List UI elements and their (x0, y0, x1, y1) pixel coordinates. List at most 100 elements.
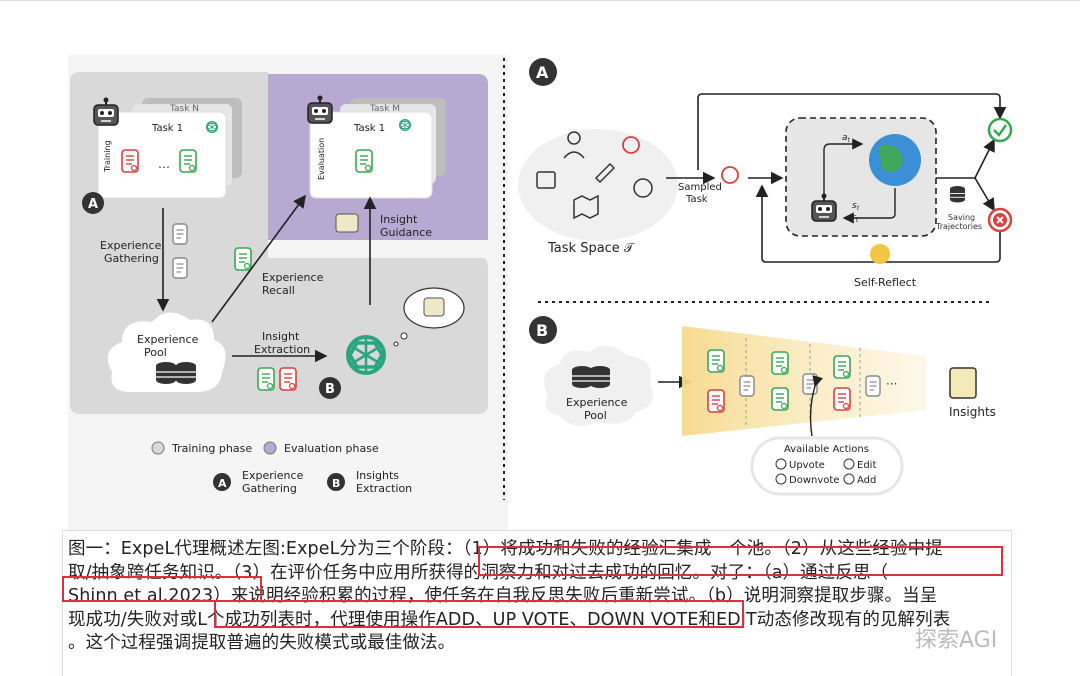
right-badge-b-circle (529, 316, 557, 344)
saving-l1: Saving (948, 213, 975, 222)
highlight-box-1 (478, 546, 1003, 576)
legend-evaluation: Evaluation phase (284, 442, 379, 455)
doc-gray-2 (172, 257, 188, 279)
exp-gathering-l2: Gathering (104, 252, 159, 265)
a-t-label: at (842, 133, 851, 144)
right-db-2 (589, 365, 611, 389)
legend-a-text: A (218, 477, 227, 490)
task-1-label: Task 1 (151, 123, 183, 134)
self-reflect-label: Self-Reflect (854, 276, 917, 289)
funnel-doc-g4 (833, 355, 851, 379)
evaluation-label: Evaluation (317, 138, 326, 180)
funnel-doc-g2 (771, 351, 789, 375)
upvote-label: Upvote (789, 460, 825, 471)
legend-training-dot (151, 441, 165, 455)
funnel-doc-r1 (707, 389, 725, 413)
doc-green-extract (257, 367, 275, 391)
scroll-icon (335, 213, 359, 233)
caption-line-1: 图一：ExpeL代理概述左图:ExpeL分为三个阶段：（1）将成功和失败的经验汇… (68, 539, 943, 559)
caption-line-5: 。这个过程强调提取普遍的失败模式或最佳做法。 (68, 633, 456, 653)
funnel-doc-g1 (707, 349, 725, 373)
person-icon (567, 131, 581, 145)
edit-label: Edit (857, 460, 876, 471)
doc-gray-1 (172, 223, 188, 245)
funnel-doc-gray2 (802, 373, 818, 395)
exp-gathering-l1: Experience (100, 239, 162, 252)
legend-b-circle (327, 473, 345, 491)
doc-green-float (234, 247, 252, 271)
arrow-success (974, 138, 995, 179)
edit-icon (843, 458, 855, 470)
right-badge-a-circle (529, 58, 557, 86)
training-label: Training (103, 140, 112, 173)
database-icon-1 (155, 361, 177, 385)
caption-box (62, 530, 1012, 676)
add-icon (843, 473, 855, 485)
right-pool-l2: Pool (584, 409, 607, 422)
funnel-doc-gray3 (865, 375, 881, 397)
insight-guidance-l2: Guidance (380, 226, 432, 239)
insights-label: Insights (949, 405, 996, 419)
task-card-front (97, 111, 227, 199)
upvote-icon (775, 458, 787, 470)
funnel-doc-r2 (833, 387, 851, 411)
action-arrow (823, 138, 864, 196)
legend-training: Training phase (171, 442, 252, 455)
sampled-task-l1: Sampled (678, 182, 722, 193)
exp-pool-l1: Experience (137, 333, 199, 346)
right-db-1 (571, 365, 593, 389)
task-m-label: Task M (369, 104, 400, 114)
funnel-ellipsis: ··· (886, 377, 897, 391)
sampled-task-icon (721, 166, 739, 184)
thought-dot-2 (393, 341, 399, 347)
insight-extraction-l1: Insight (262, 330, 300, 343)
available-actions-panel (750, 436, 904, 496)
x-mark (996, 216, 1004, 224)
right-badge-b-text: B (536, 321, 548, 340)
badge-a-text: A (88, 197, 98, 212)
thinking-face-icon (870, 244, 890, 264)
map-icon (573, 194, 599, 220)
legend-b-l1: Insights (356, 469, 399, 482)
experience-pool-cloud (107, 312, 226, 392)
success-check-icon (987, 117, 1013, 143)
database-icon-2 (175, 361, 197, 385)
location-icon (622, 136, 640, 154)
expel-figure: Task N Task 1 Training … A Task M Task 1… (70, 58, 1013, 500)
legend-a-l1: Experience (242, 469, 304, 482)
downvote-icon (775, 473, 787, 485)
saving-db-icon (949, 185, 966, 203)
arrow-fail (974, 177, 995, 212)
caption-line-4: 现成功/失败对或L个成功列表时，代理使用操作ADD、UP VOTE、DOWN V… (68, 609, 951, 630)
insight-guidance-l1: Insight (380, 213, 418, 226)
globe-icon (633, 178, 653, 198)
eval-trajectory-icon (355, 149, 373, 173)
legend-a-l2: Gathering (242, 482, 297, 495)
person-body (563, 151, 585, 159)
observation-arrow (842, 188, 896, 224)
success-trajectory-icon (179, 149, 197, 173)
thought-dot-1 (400, 332, 408, 340)
check-mark (993, 124, 1008, 137)
s-t-label: st (852, 201, 860, 212)
legend-eval-dot (263, 441, 277, 455)
insights-scroll-icon (949, 367, 977, 399)
downvote-label: Downvote (789, 475, 839, 486)
top-border (0, 0, 1080, 1)
task-space-label: Task Space 𝒯 (547, 241, 636, 256)
action-pointer-arrow (809, 375, 824, 437)
watermark: 探索AGI (915, 628, 998, 653)
sampled-task-l2: Task (685, 194, 708, 205)
badge-b-circle (319, 377, 341, 399)
calendar-icon (536, 171, 556, 189)
highlight-box-2 (62, 576, 262, 602)
legend-b-l2: Extraction (356, 482, 412, 495)
add-label: Add (857, 475, 876, 486)
exp-pool-l2: Pool (144, 346, 167, 359)
pencil-icon (594, 162, 616, 184)
saving-l2: Trajectories (935, 222, 982, 231)
available-actions-title: Available Actions (784, 444, 869, 455)
exp-recall-l2: Recall (262, 284, 295, 297)
task-space-bubble (518, 129, 678, 241)
failed-trajectory-icon (121, 149, 139, 173)
